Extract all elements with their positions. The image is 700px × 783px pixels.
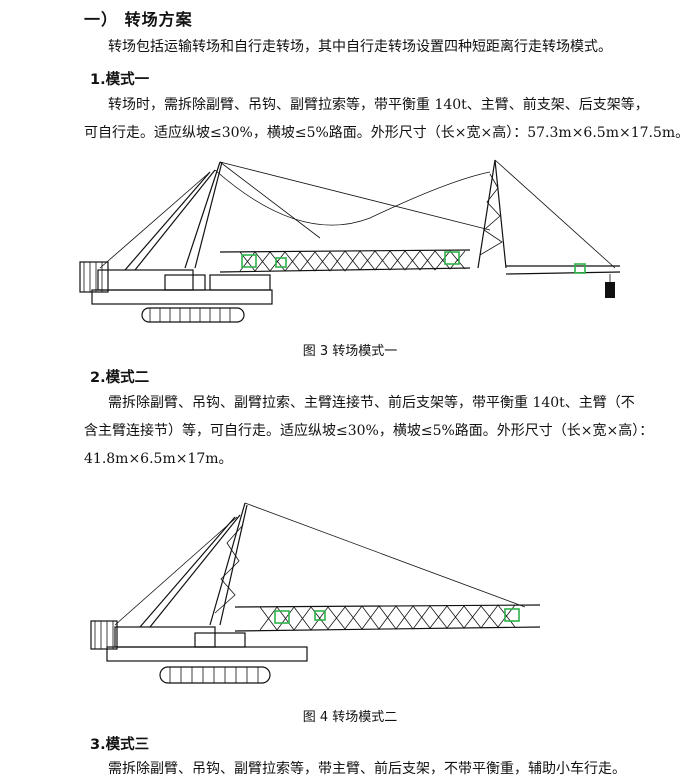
figure-4-caption: 图 4 转场模式二 [302, 710, 398, 725]
section-title: 一） 转场方案 [84, 10, 193, 29]
figure-4-crane-drawing [90, 502, 541, 684]
mode-1-heading: 1.模式一 [90, 72, 150, 88]
mode-2-line-1: 需拆除副臂、吊钩、副臂拉索、主臂连接节、前后支架等，带平衡重 140t、主臂（不 [108, 395, 635, 411]
mode-2-line-3: 41.8m×6.5m×17m。 [84, 451, 233, 467]
mode-1-line-1: 转场时，需拆除副臂、吊钩、副臂拉索等，带平衡重 140t、主臂、前支架、后支架等… [108, 97, 649, 113]
intro-paragraph: 转场包括运输转场和自行走转场，其中自行走转场设置四种短距离行走转场模式。 [108, 39, 612, 55]
mode-2-heading: 2.模式二 [90, 370, 150, 386]
mode-1-line-2: 可自行走。适应纵坡≤30%，横坡≤5%路面。外形尺寸（长×宽×高）：57.3m×… [84, 125, 690, 141]
mode-2-line-2: 含主臂连接节）等，可自行走。适应纵坡≤30%，横坡≤5%路面。外形尺寸（长×宽×… [84, 423, 654, 439]
figure-3-crane-drawing [79, 159, 621, 323]
mode-3-line-1: 需拆除副臂、吊钩、副臂拉索等，带主臂、前后支架，不带平衡重，辅助小车行走。 [108, 761, 626, 777]
mode-3-heading: 3.模式三 [90, 737, 150, 753]
figure-3-caption: 图 3 转场模式一 [302, 344, 398, 359]
